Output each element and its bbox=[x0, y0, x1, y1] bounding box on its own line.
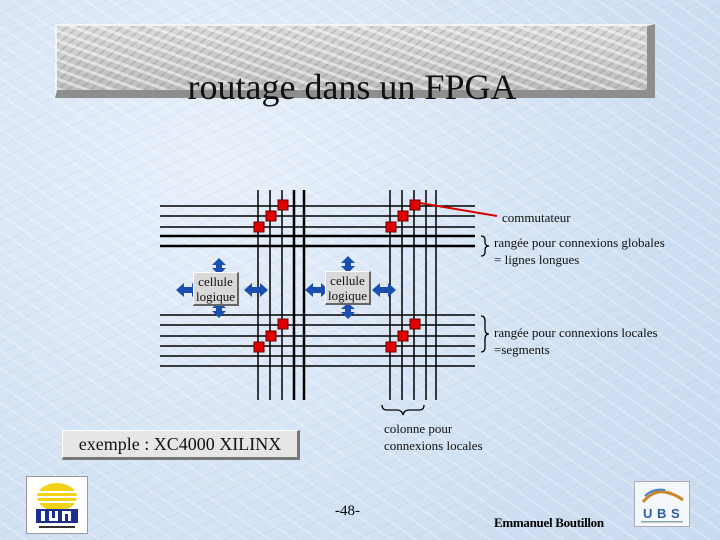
double-arrow-horizontal bbox=[372, 283, 396, 297]
right-column-wires bbox=[389, 190, 437, 400]
double-arrow-horizontal bbox=[244, 283, 268, 297]
iup-logo bbox=[26, 476, 88, 534]
column-label-2: connexions locales bbox=[384, 438, 483, 453]
cell-label-line1: cellule bbox=[198, 274, 233, 289]
double-arrow-vertical bbox=[212, 302, 226, 318]
logic-cell-left: cellule logique bbox=[193, 272, 239, 306]
switch bbox=[409, 318, 421, 330]
page-title: routage dans un FPGA bbox=[187, 67, 517, 107]
local-rows-label-1: rangée pour connexions locales bbox=[494, 325, 658, 340]
title-banner: routage dans un FPGA bbox=[55, 24, 655, 107]
example-box: exemple : XC4000 XILINX bbox=[62, 430, 300, 460]
svg-text:S: S bbox=[671, 506, 680, 521]
switches bbox=[253, 199, 421, 353]
svg-text:U: U bbox=[643, 506, 652, 521]
global-rows-brace bbox=[480, 235, 490, 257]
double-arrow-vertical bbox=[341, 303, 355, 319]
ubs-logo-icon: U B S bbox=[641, 488, 684, 523]
local-rows-brace bbox=[480, 315, 490, 353]
switch bbox=[277, 318, 289, 330]
switch bbox=[277, 199, 289, 211]
switch-label: commutateur bbox=[502, 210, 571, 225]
switch-pointer-line bbox=[419, 202, 498, 217]
page-number: -48- bbox=[335, 503, 360, 519]
cell-label-line2: logique bbox=[196, 289, 235, 304]
switch bbox=[409, 199, 421, 211]
switch bbox=[253, 221, 265, 233]
global-rows-label-1: rangée pour connexions globales bbox=[494, 235, 665, 250]
global-rows-label-2: = lignes longues bbox=[494, 252, 580, 267]
bottom-wire-group bbox=[160, 314, 475, 367]
switch bbox=[385, 221, 397, 233]
double-arrow-horizontal bbox=[305, 283, 329, 297]
switch bbox=[397, 210, 409, 222]
double-arrow-vertical bbox=[212, 258, 226, 275]
switch bbox=[265, 210, 277, 222]
double-arrow-vertical bbox=[341, 256, 355, 273]
cell-label-line2: logique bbox=[328, 288, 367, 303]
local-rows-label-2: =segments bbox=[494, 342, 550, 357]
switch bbox=[397, 330, 409, 342]
switch bbox=[385, 341, 397, 353]
left-column-wires bbox=[257, 190, 306, 400]
svg-text:B: B bbox=[657, 506, 666, 521]
cell-label-line1: cellule bbox=[330, 273, 365, 288]
top-wire-group bbox=[160, 205, 475, 248]
logic-cell-right: cellule logique bbox=[325, 271, 371, 305]
iup-logo-icon bbox=[36, 483, 78, 528]
switch bbox=[265, 330, 277, 342]
column-brace bbox=[381, 404, 425, 416]
switch bbox=[253, 341, 265, 353]
column-label-1: colonne pour bbox=[384, 421, 453, 436]
author-name: Emmanuel Boutillon bbox=[494, 515, 604, 530]
ubs-logo: U B S bbox=[634, 481, 690, 527]
